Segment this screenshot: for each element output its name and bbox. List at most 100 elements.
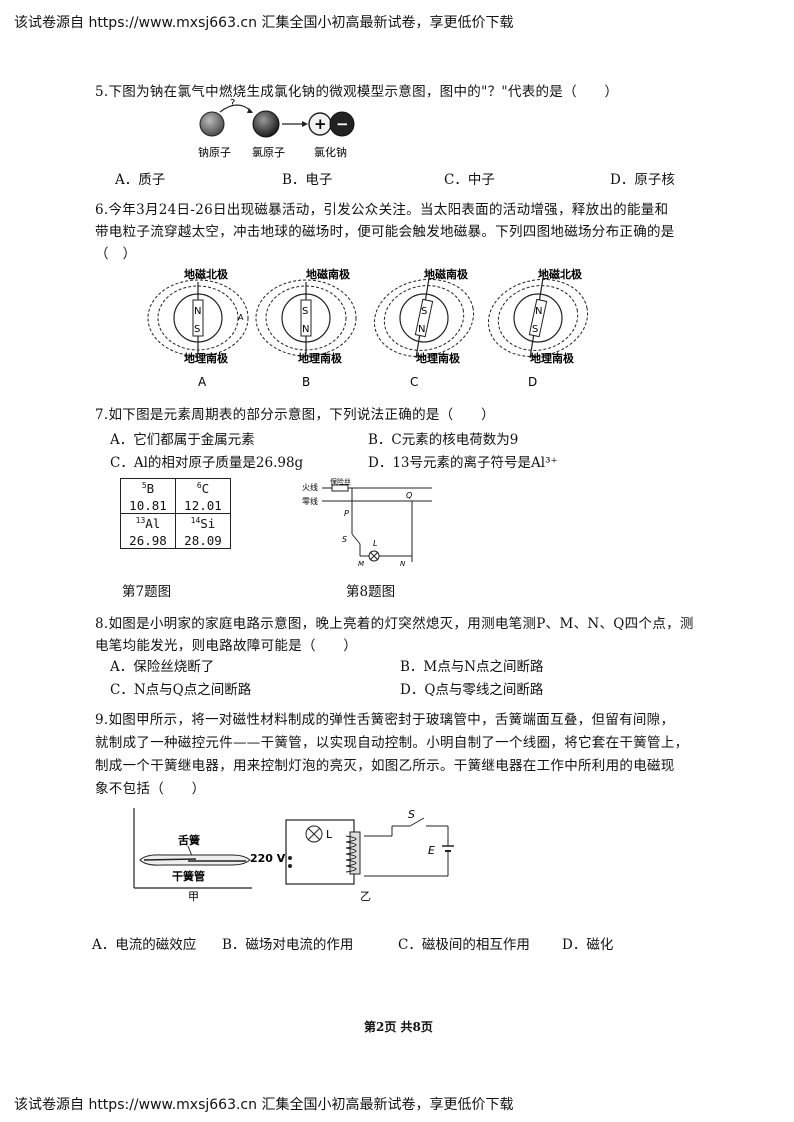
q7-option-a: A．它们都属于金属元素 bbox=[110, 432, 255, 448]
q9-stem-line1: 9.如图甲所示，将一对磁性材料制成的弹性舌簧密封于玻璃管中，舌簧端面互叠，但留有… bbox=[95, 712, 675, 728]
nacl-label: 氯化钠 bbox=[314, 145, 347, 159]
q6-figures: 地磁北极 N S A 地理南极 A 地磁南极 S N 地理南极 B 地磁南极 S… bbox=[147, 267, 589, 389]
q8-stem-line2: 电笔均能发光，则电路故障可能是（ ） bbox=[95, 638, 358, 654]
minus-sign: − bbox=[336, 115, 349, 133]
q5-option-d: D．原子核 bbox=[610, 172, 675, 188]
svg-text:N: N bbox=[535, 306, 542, 317]
plus-sign: + bbox=[314, 115, 327, 133]
q6-stem-line3: （ ） bbox=[95, 246, 137, 262]
svg-text:A: A bbox=[238, 313, 244, 322]
svg-text:220 V: 220 V bbox=[250, 852, 286, 865]
svg-text:地理南极: 地理南极 bbox=[184, 351, 229, 365]
svg-text:E: E bbox=[428, 844, 435, 857]
q7-option-d: D．13号元素的离子符号是Al³⁺ bbox=[368, 455, 558, 471]
svg-text:S: S bbox=[302, 306, 308, 317]
svg-text:甲: 甲 bbox=[188, 890, 199, 903]
q9-option-b: B．磁场对电流的作用 bbox=[222, 937, 354, 953]
q8-circuit-figure: 火线 零线 保险丝 P Q S L M N bbox=[302, 477, 432, 568]
q5-figure: ? + − 钠原子 氯原子 氯化钠 bbox=[198, 98, 355, 159]
svg-text:L: L bbox=[373, 539, 377, 548]
q9-option-d: D．磁化 bbox=[562, 937, 614, 953]
svg-text:N: N bbox=[400, 560, 406, 568]
q8-stem-line1: 8.如图是小明家的家庭电路示意图，晚上亮着的灯突然熄灭，用测电笔测P、M、N、Q… bbox=[95, 616, 694, 632]
svg-text:地理南极: 地理南极 bbox=[298, 351, 343, 365]
chloride-ion bbox=[329, 111, 355, 137]
svg-text:零线: 零线 bbox=[302, 496, 318, 506]
q8-figure-caption: 第8题图 bbox=[346, 584, 396, 600]
page-number: 第2页 共8页 bbox=[364, 1020, 433, 1034]
q6-stem-line1: 6.今年3月24日-26日出现磁暴活动，引发公众关注。当太阳表面的活动增强，释放… bbox=[95, 202, 669, 218]
svg-text:保险丝: 保险丝 bbox=[330, 477, 351, 486]
q7-caption: 第7题图 bbox=[122, 584, 172, 600]
svg-text:地磁北极: 地磁北极 bbox=[184, 267, 229, 281]
svg-text:S: S bbox=[194, 324, 200, 335]
arrow-right-icon bbox=[302, 121, 308, 127]
q8-option-d: D．Q点与零线之间断路 bbox=[400, 682, 544, 698]
q9-option-c: C．磁极间的相互作用 bbox=[398, 937, 530, 953]
svg-text:S: S bbox=[408, 808, 415, 821]
svg-text:干簧管: 干簧管 bbox=[172, 869, 205, 883]
svg-text:地理南极: 地理南极 bbox=[530, 351, 575, 365]
q9-option-a: A．电流的磁效应 bbox=[92, 937, 197, 953]
switch-s bbox=[409, 817, 425, 827]
reed-switch-figure-jia: 舌簧 干簧管 甲 bbox=[133, 808, 252, 903]
chlorine-atom bbox=[252, 110, 280, 138]
q5-option-b: B．电子 bbox=[282, 172, 333, 188]
svg-text:S: S bbox=[421, 306, 427, 317]
svg-text:地磁北极: 地磁北极 bbox=[538, 267, 583, 281]
svg-text:地磁南极: 地磁南极 bbox=[306, 267, 351, 281]
page-header: 该试卷源自 https://www.mxsj663.cn 汇集全国小初高最新试卷… bbox=[14, 15, 514, 31]
cl-label: 氯原子 bbox=[252, 145, 285, 159]
svg-text:Q: Q bbox=[406, 491, 412, 500]
q7-option-c: C．Al的相对原子质量是26.98g bbox=[110, 455, 304, 471]
figure-a: 地磁北极 N S A 地理南极 A bbox=[147, 267, 249, 389]
svg-text:D: D bbox=[528, 375, 537, 389]
curved-arrow bbox=[219, 104, 253, 113]
page-footer: 该试卷源自 https://www.mxsj663.cn 汇集全国小初高最新试卷… bbox=[14, 1097, 514, 1113]
svg-text:乙: 乙 bbox=[360, 890, 371, 903]
svg-text:地磁南极: 地磁南极 bbox=[424, 267, 469, 281]
figure-c: 地磁南极 S N 地理南极 C bbox=[373, 267, 475, 389]
q5-option-a: A．质子 bbox=[115, 172, 166, 188]
coil bbox=[345, 831, 361, 875]
svg-text:N: N bbox=[194, 306, 201, 317]
svg-text:舌簧: 舌簧 bbox=[178, 833, 200, 847]
svg-text:A: A bbox=[198, 375, 207, 389]
svg-text:火线: 火线 bbox=[302, 482, 318, 492]
svg-text:C: C bbox=[410, 375, 418, 389]
q8-option-c: C．N点与Q点之间断路 bbox=[110, 682, 252, 698]
q7-stem: 7.如下图是元素周期表的部分示意图，下列说法正确的是（ ） bbox=[95, 407, 495, 423]
q8-option-b: B．M点与N点之间断路 bbox=[400, 659, 544, 675]
svg-text:L: L bbox=[326, 828, 333, 841]
switch-s bbox=[351, 533, 361, 545]
svg-text:B: B bbox=[302, 375, 310, 389]
relay-circuit-figure-yi: L 220 V S E 乙 bbox=[250, 808, 454, 903]
q9-stem-line2: 就制成了一种磁控元件——干簧管，以实现自动控制。小明自制了一个线圈，将它套在干簧… bbox=[95, 735, 689, 751]
q9-figure: 舌簧 干簧管 甲 L 220 V S E 乙 bbox=[133, 808, 454, 903]
q9-stem-line3: 制成一个干簧继电器，用来控制灯泡的亮灭，如图乙所示。干簧继电器在工作中所利用的电… bbox=[95, 758, 675, 774]
sodium-atom bbox=[199, 111, 225, 137]
svg-text:P: P bbox=[344, 509, 349, 518]
svg-text:N: N bbox=[302, 324, 309, 335]
na-label: 钠原子 bbox=[198, 145, 231, 159]
q9-stem-line4: 象不包括（ ） bbox=[95, 781, 206, 797]
q6-stem-line2: 带电粒子流穿越太空，冲击地球的磁场时，便可能会触发地磁暴。下列四图地磁场分布正确… bbox=[95, 224, 675, 240]
svg-text:地理南极: 地理南极 bbox=[416, 351, 461, 365]
q5-stem: 5.下图为钠在氯气中燃烧生成氯化钠的微观模型示意图，图中的"？"代表的是（ ） bbox=[95, 84, 619, 100]
glass-tube bbox=[139, 854, 251, 866]
q7-option-b: B．C元素的核电荷数为9 bbox=[368, 432, 519, 448]
fuse-symbol bbox=[331, 484, 349, 492]
q8-option-a: A．保险丝烧断了 bbox=[110, 659, 215, 675]
svg-text:S: S bbox=[342, 535, 347, 544]
svg-text:N: N bbox=[418, 324, 425, 335]
svg-text:S: S bbox=[532, 324, 538, 335]
figure-b: 地磁南极 S N 地理南极 B bbox=[255, 267, 357, 389]
question-mark: ? bbox=[230, 98, 235, 109]
figure-d: 地磁北极 N S 地理南极 D bbox=[487, 267, 589, 389]
q5-option-c: C．中子 bbox=[444, 172, 495, 188]
